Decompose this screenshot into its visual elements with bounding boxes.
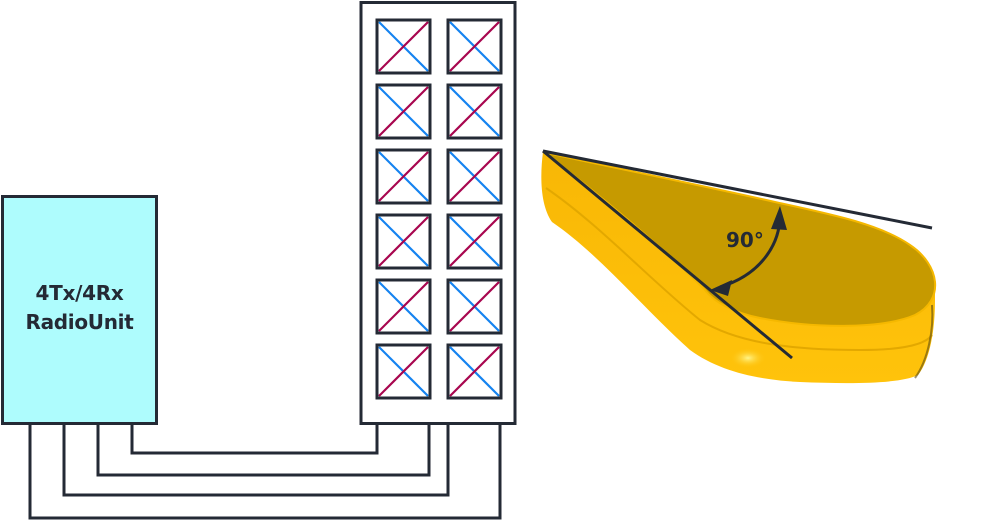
radio-unit-label-line2: RadioUnit — [25, 310, 134, 334]
antenna-element-frame — [446, 278, 503, 335]
polarization-plus45-line — [449, 216, 500, 267]
cables — [28, 424, 502, 520]
antenna-element — [375, 278, 432, 335]
antenna-element-frame — [375, 148, 432, 205]
polarization-plus45-line — [378, 21, 429, 72]
antenna-element-frame — [375, 83, 432, 140]
angle-label: 90° — [726, 228, 764, 252]
antenna-element — [446, 83, 503, 140]
antenna-element-frame — [375, 343, 432, 400]
polarization-plus45-line — [378, 346, 429, 397]
cable-1 — [130, 424, 379, 455]
patch-top — [542, 151, 937, 327]
cable-2 — [96, 424, 431, 477]
antenna-element — [446, 148, 503, 205]
polarization-plus45-line — [449, 151, 500, 202]
radio-unit-label: 4Tx/4Rx RadioUnit — [2, 279, 157, 337]
polarization-plus45-line — [449, 281, 500, 332]
arrowhead-down-icon — [710, 280, 732, 296]
antenna-element — [446, 18, 503, 75]
antenna-element-frame — [375, 213, 432, 270]
antenna-element — [446, 343, 503, 400]
antenna-element-frame — [446, 83, 503, 140]
radio-unit-box — [1, 195, 158, 425]
antenna-element-frame — [446, 148, 503, 205]
antenna-element-frame — [446, 18, 503, 75]
patch-seam — [545, 187, 933, 352]
polarization-plus45-line — [378, 151, 429, 202]
polarization-plus45-line — [378, 86, 429, 137]
polarization-plus45-line — [378, 216, 429, 267]
antenna-element — [375, 83, 432, 140]
tangent-line-diagonal — [542, 149, 793, 360]
antenna-element-frame — [446, 213, 503, 270]
antenna-element — [375, 343, 432, 400]
polarization-plus45-line — [449, 346, 500, 397]
polarization-plus45-line — [378, 281, 429, 332]
cable-4 — [28, 424, 502, 520]
patch-highlight — [730, 348, 766, 368]
antenna-element-frame — [375, 18, 432, 75]
cable-3 — [62, 424, 450, 497]
radio-unit-label-line1: 4Tx/4Rx — [35, 281, 124, 305]
antenna-element — [446, 278, 503, 335]
antenna-element-frame — [375, 278, 432, 335]
patch-antenna-shape — [541, 149, 937, 384]
polarization-plus45-line — [449, 21, 500, 72]
antenna-element-frame — [446, 343, 503, 400]
antenna-element — [375, 18, 432, 75]
arrowhead-up-icon — [771, 206, 787, 230]
antenna-element — [375, 213, 432, 270]
antenna-elements — [375, 18, 503, 400]
polarization-plus45-line — [449, 86, 500, 137]
patch-edge-shadow — [914, 304, 934, 379]
antenna-element — [375, 148, 432, 205]
antenna-element — [446, 213, 503, 270]
tangent-line-top — [542, 149, 933, 230]
